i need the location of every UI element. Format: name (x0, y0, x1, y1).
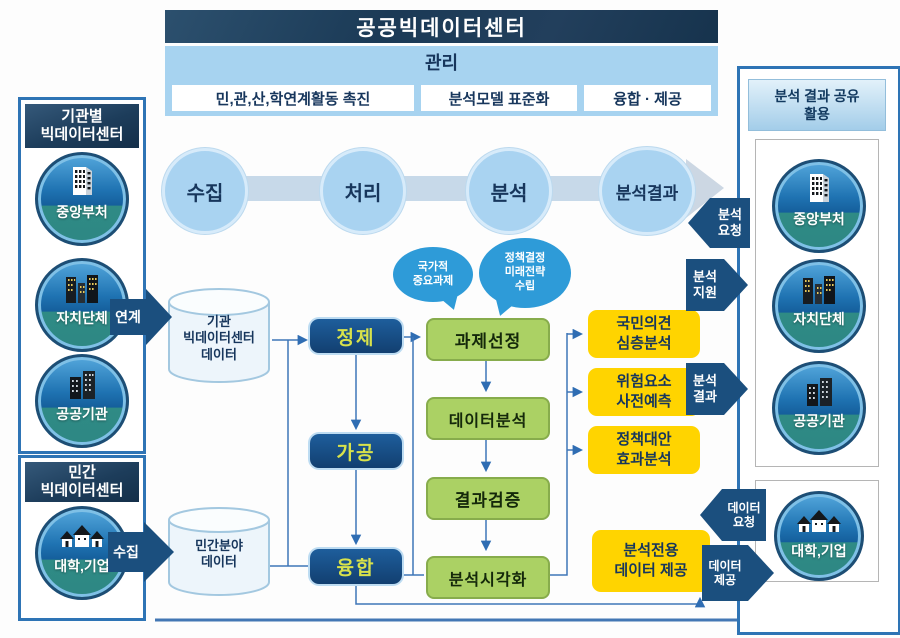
arrow-head-icon (748, 545, 774, 601)
flow-step-collect: 수집 (162, 148, 248, 234)
analysis-result-arrow: 분석 결과 (686, 363, 748, 415)
share-item-central: 중앙부처 (772, 159, 866, 253)
arrow-head-icon (146, 289, 172, 345)
city-buildings-icon (66, 275, 98, 303)
collect-arrow: 수집 (108, 522, 174, 582)
step-result-verification: 결과검증 (426, 477, 550, 520)
private-bigdata-panel: 민간 빅데이터센터 대학,기업 (18, 455, 146, 621)
org-data-cylinder: 기관 빅데이터센터 데이터 (167, 287, 271, 385)
org-item-public: 공공기관 (35, 354, 129, 448)
process-refine: 정제 (310, 319, 402, 353)
analysis-support-label: 분석 지원 (686, 259, 724, 311)
management-item: 민,관,산,학연계활동 촉진 (172, 85, 414, 111)
analysis-result-label: 분석 결과 (686, 363, 724, 415)
arrow-head-icon (144, 522, 174, 582)
cloud-policy-strategy: 정책결정 미래전략 수립 (479, 238, 571, 308)
org-item-label: 자치단체 (56, 310, 108, 326)
output-analysis-data-provide: 분석전용 데이터 제공 (592, 530, 710, 592)
share-item-label: 자치단체 (793, 311, 845, 327)
process-fuse: 융합 (310, 549, 402, 584)
analysis-support-arrow: 분석 지원 (686, 259, 748, 311)
output-risk-prediction: 위험요소 사전예측 (588, 368, 700, 416)
collect-arrow-label: 수집 (108, 532, 144, 572)
share-item-label: 중앙부처 (793, 211, 845, 227)
management-item: 분석모델 표준화 (421, 85, 577, 111)
cloud-national-tasks: 국가적 중요과제 (393, 247, 473, 302)
data-provide-arrow: 데이터 제공 (702, 545, 774, 601)
link-arrow: 연계 (110, 289, 172, 345)
org-item-central: 중앙부처 (35, 152, 129, 246)
private-data-cylinder: 민간분야 데이터 (167, 506, 271, 598)
arrow-head-icon (688, 198, 710, 248)
step-data-analysis: 데이터분석 (426, 397, 550, 440)
step-task-selection: 과제선정 (426, 318, 550, 361)
share-use-panel-title: 분석 결과 공유 활용 (748, 79, 886, 131)
database-cylinder-icon (168, 507, 270, 596)
management-title: 관리 (424, 53, 459, 73)
org-data-cylinder-label: 기관 빅데이터센터 데이터 (183, 314, 255, 362)
city-buildings-icon (803, 276, 835, 304)
process-transform: 가공 (310, 434, 402, 468)
flow-step-analyze: 분석 (466, 148, 552, 234)
page-title: 공공빅데이터센터 (165, 10, 718, 43)
arrow-head-icon (724, 363, 748, 415)
houses-icon (60, 525, 104, 547)
org-item-label: 중앙부처 (56, 204, 108, 220)
step-visualization: 분석시각화 (426, 556, 550, 599)
arrow-head-icon (700, 489, 722, 541)
analysis-request-label: 분석 요청 (710, 198, 750, 248)
data-request-arrow: 데이터 요청 (700, 489, 766, 541)
analysis-request-arrow: 분석 요청 (688, 198, 750, 248)
management-items: 민,관,산,학연계활동 촉진 분석모델 표준화 융합 · 제공 (172, 85, 711, 111)
management-item: 융합 · 제공 (584, 85, 711, 111)
org-bigdata-panel-title: 기관별 빅데이터센터 (25, 104, 139, 148)
houses-icon (797, 510, 841, 532)
management-panel: 관리 민,관,산,학연계활동 촉진 분석모델 표준화 융합 · 제공 (165, 46, 718, 116)
link-arrow-label: 연계 (110, 299, 146, 335)
share-item-label: 대학,기업 (791, 543, 847, 559)
share-item-univ-company: 대학,기업 (774, 491, 864, 581)
government-building-icon (73, 167, 92, 195)
public-buildings-icon (807, 378, 832, 406)
government-building-icon (810, 174, 829, 202)
public-buildings-icon (70, 371, 95, 399)
database-cylinder-icon (168, 288, 270, 383)
data-request-label: 데이터 요청 (722, 489, 766, 541)
org-item-label: 공공기관 (56, 406, 108, 422)
share-item-local: 자치단체 (772, 259, 866, 353)
share-item-public: 공공기관 (772, 361, 866, 455)
flow-step-result: 분석결과 (599, 147, 695, 235)
data-provide-label: 데이터 제공 (702, 545, 748, 601)
org-item-label: 대학,기업 (54, 558, 110, 574)
private-bigdata-panel-title: 민간 빅데이터센터 (25, 462, 139, 502)
output-public-opinion: 국민의견 심층분석 (588, 310, 700, 358)
arrow-head-icon (724, 259, 748, 311)
flow-step-process: 처리 (320, 148, 406, 234)
output-policy-effect: 정책대안 효과분석 (588, 426, 700, 474)
share-item-label: 공공기관 (793, 413, 845, 429)
org-bigdata-panel: 기관별 빅데이터센터 중앙부처 (18, 97, 146, 454)
private-data-cylinder-label: 민간분야 데이터 (195, 538, 243, 570)
